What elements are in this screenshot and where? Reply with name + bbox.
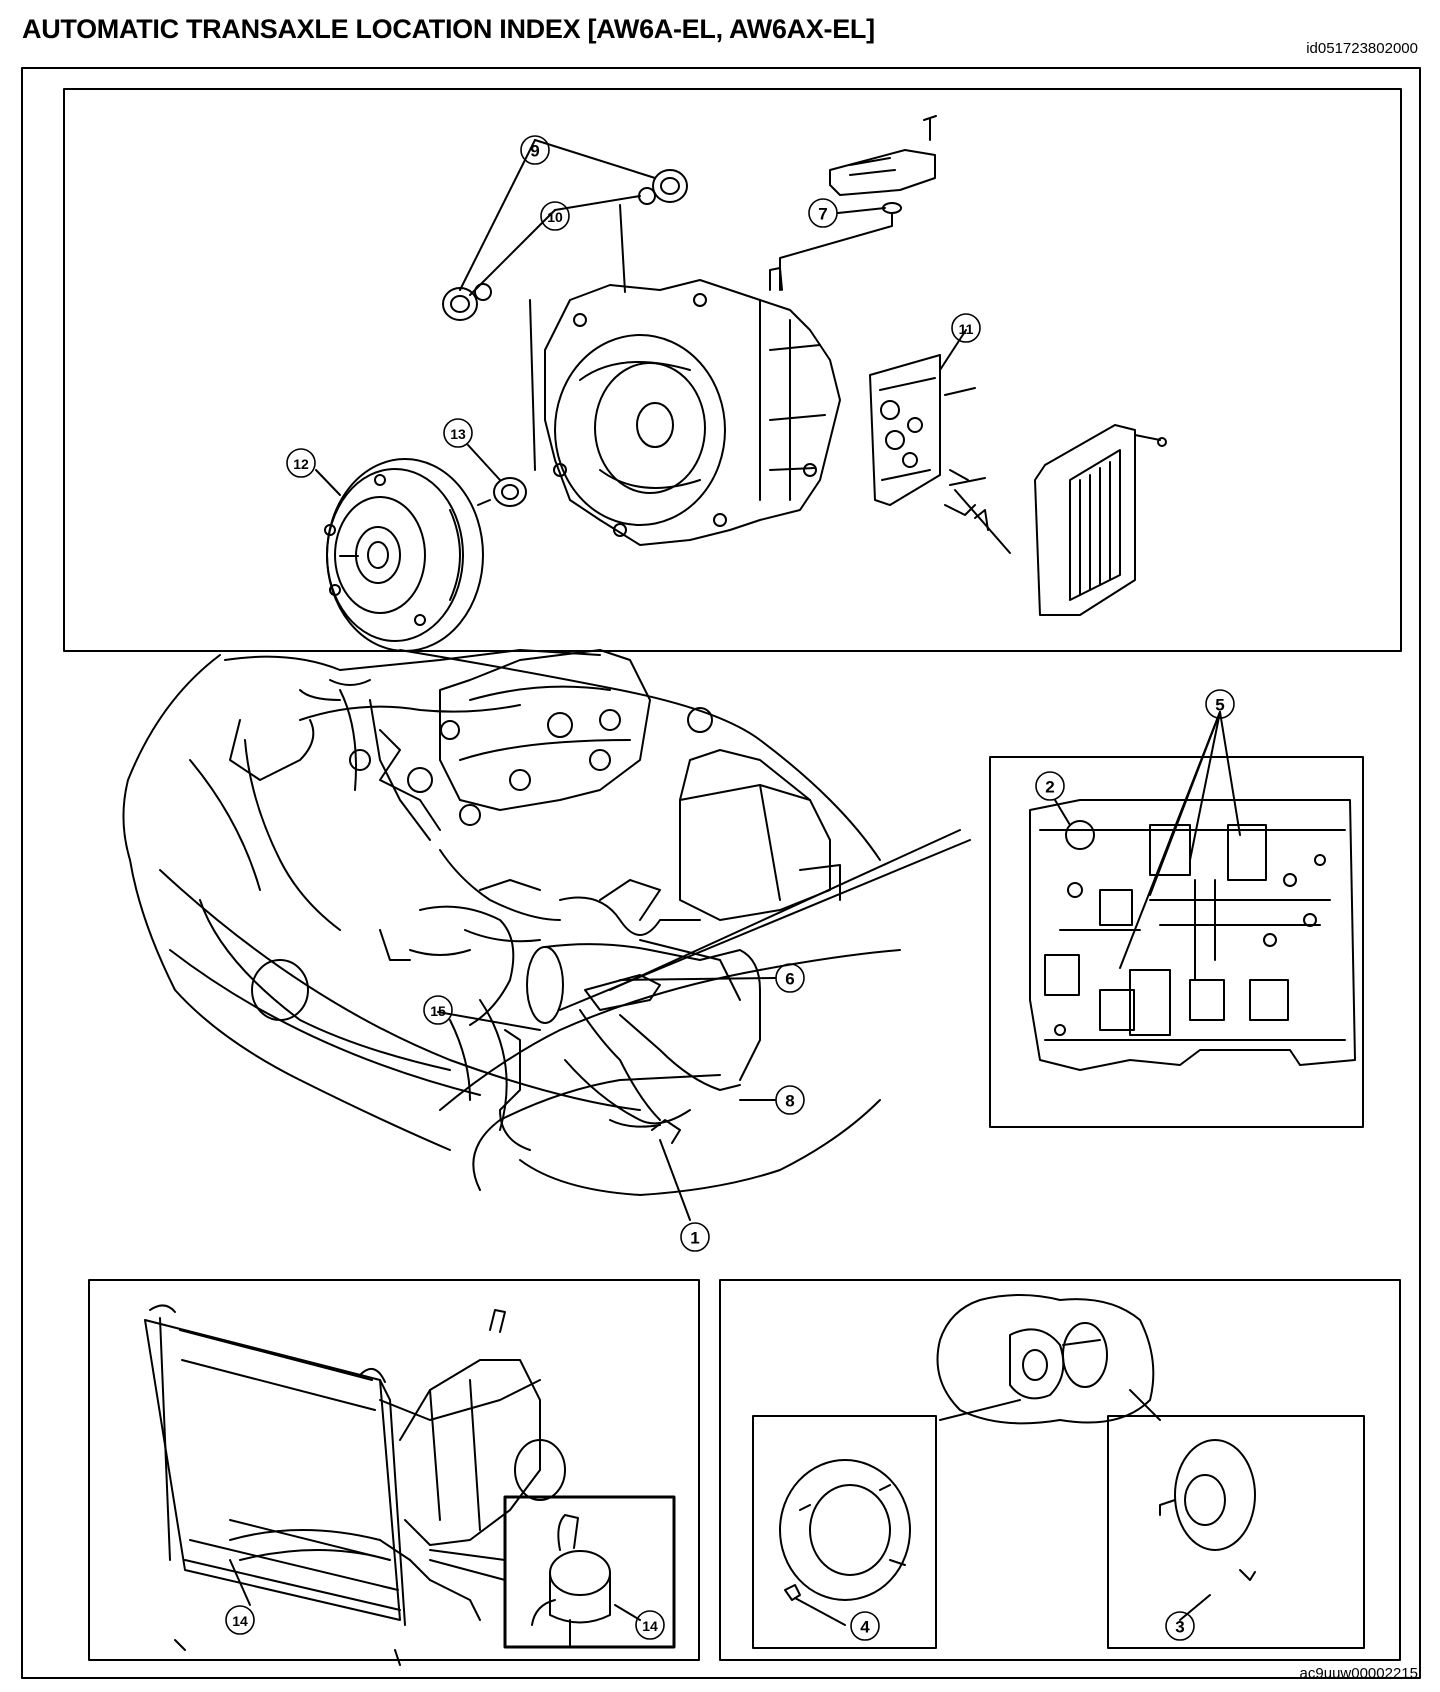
callout-12-circle xyxy=(286,448,316,478)
callout-13: 13 xyxy=(450,426,466,442)
callout-1: 1 xyxy=(690,1229,699,1248)
callout-9: 9 xyxy=(530,142,539,161)
oil-cooler-inset-frame xyxy=(503,1495,676,1649)
callout-14a: 14 xyxy=(232,1613,248,1629)
control-valve-body-drawing xyxy=(869,354,1011,554)
callout-12: 12 xyxy=(293,456,309,472)
page-title: AUTOMATIC TRANSAXLE LOCATION INDEX [AW6A… xyxy=(22,14,875,44)
top-panel-frame xyxy=(63,88,1402,652)
callout-4: 4 xyxy=(860,1618,870,1637)
callout-14b-circle xyxy=(635,1610,665,1640)
callout-5-circle xyxy=(1205,689,1235,719)
callout-7-circle xyxy=(808,198,838,228)
callout-markers xyxy=(225,135,1235,1641)
speed-sensor-panel-frame xyxy=(719,1279,1401,1661)
transaxle-case-drawing xyxy=(544,267,841,546)
callout-10-circle xyxy=(540,201,570,231)
oil-cooler-panel xyxy=(88,1279,700,1666)
callout-9-circle xyxy=(520,135,550,165)
speed-sensor-3-inset-frame xyxy=(1107,1415,1365,1649)
callout-6: 6 xyxy=(785,970,794,989)
callout-7: 7 xyxy=(818,205,827,224)
outer-frame xyxy=(21,67,1421,1679)
callout-13-circle xyxy=(443,418,473,448)
oil-seal-13-drawing xyxy=(477,477,527,507)
callout-11: 11 xyxy=(959,321,974,337)
valve-body-panel-frame xyxy=(989,756,1364,1128)
oil-seal-9-left-drawing xyxy=(442,283,492,321)
callout-14a-circle xyxy=(225,1605,255,1635)
oil-cooler-panel-frame xyxy=(88,1279,700,1661)
speed-sensor-4-inset-frame xyxy=(752,1415,937,1649)
transaxle-range-switch-drawing xyxy=(779,115,937,291)
callout-2-circle xyxy=(1035,771,1065,801)
callout-8: 8 xyxy=(785,1092,794,1111)
torque-converter-drawing xyxy=(324,458,484,652)
callout-10: 10 xyxy=(547,209,563,225)
callout-5: 5 xyxy=(1215,696,1224,715)
oil-pan-drawing xyxy=(1034,424,1167,616)
valve-body-detail-panel xyxy=(989,711,1364,1128)
callout-6-circle xyxy=(775,963,805,993)
callout-15: 15 xyxy=(430,1003,446,1019)
callout-3: 3 xyxy=(1175,1618,1184,1637)
callout-14b: 14 xyxy=(642,1618,658,1634)
speed-sensor-panel xyxy=(719,1279,1401,1661)
callout-15-circle xyxy=(423,995,453,1025)
callout-4-circle xyxy=(850,1611,880,1641)
callout-1-circle xyxy=(680,1222,710,1252)
callout-3-circle xyxy=(1165,1611,1195,1641)
document-id: id051723802000 xyxy=(1306,40,1418,57)
top-panel-exploded-transaxle xyxy=(63,88,1402,652)
callout-8-circle xyxy=(775,1085,805,1115)
callout-11-circle xyxy=(951,313,981,343)
vehicle-engine-bay-drawing xyxy=(122,649,971,1221)
callout-2: 2 xyxy=(1045,778,1054,797)
